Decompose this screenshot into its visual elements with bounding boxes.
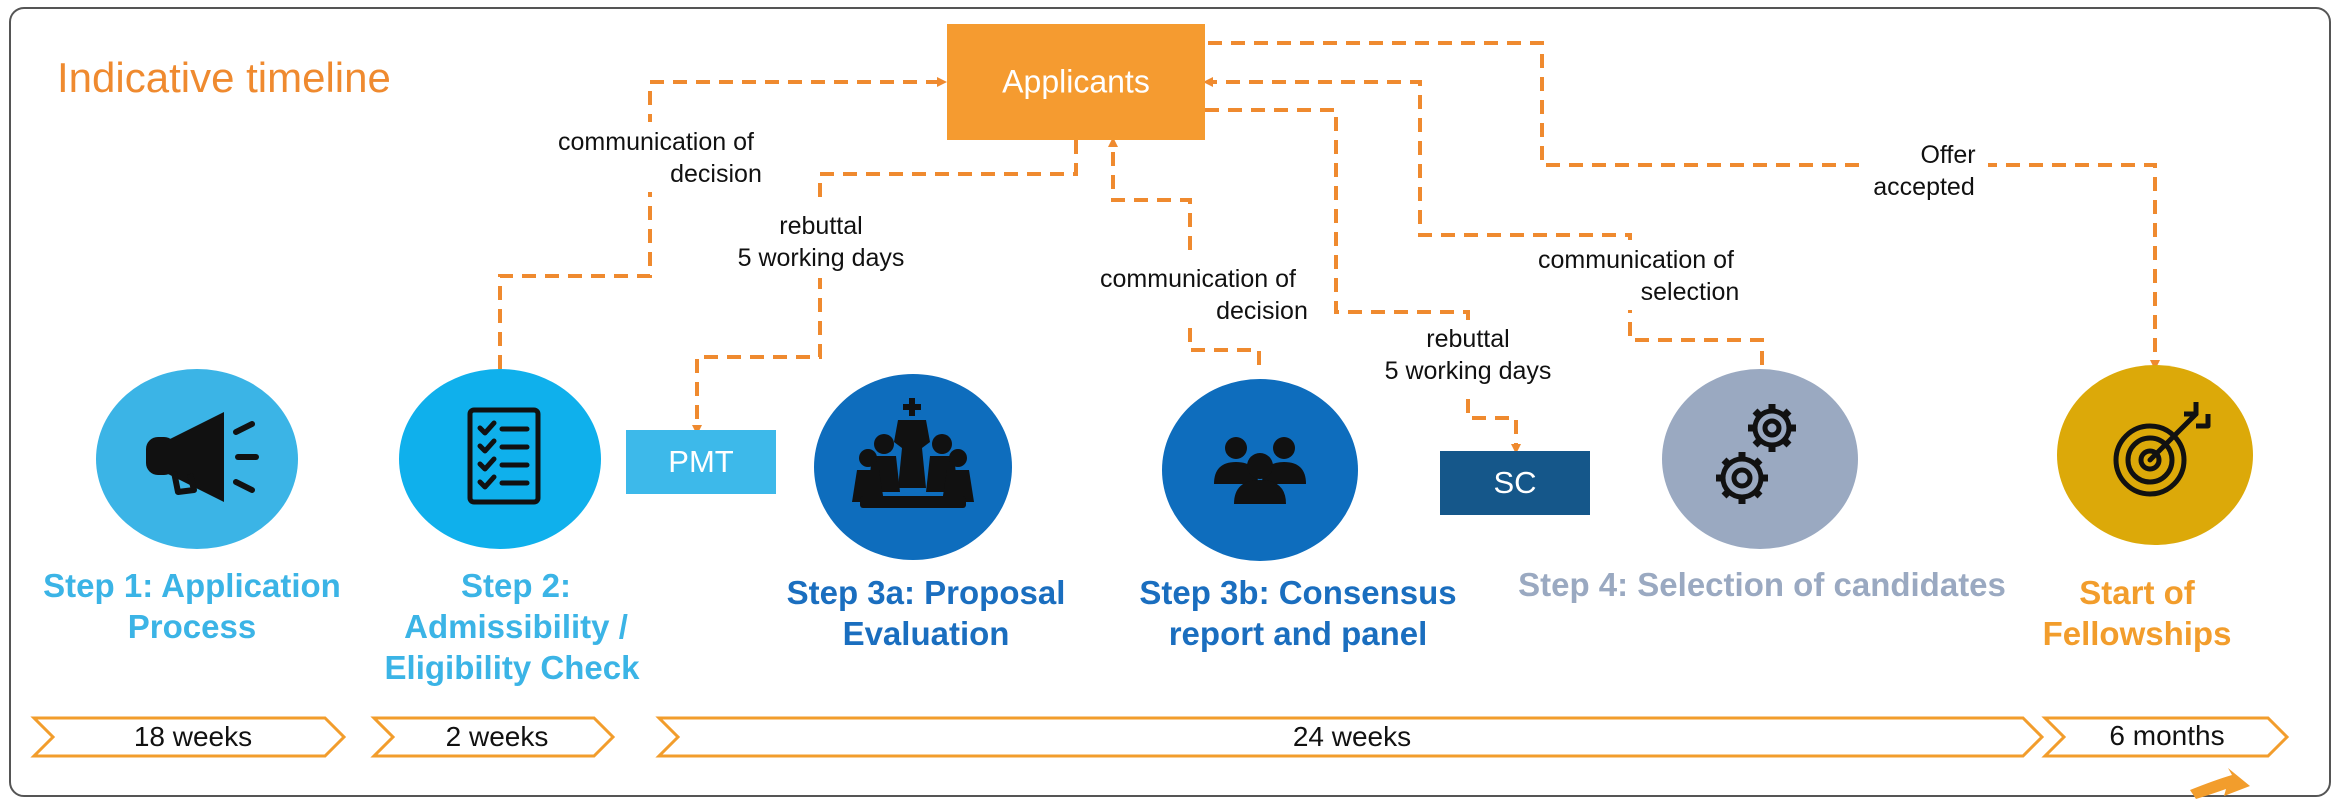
target-icon — [2113, 402, 2211, 497]
checklist-icon — [467, 407, 541, 505]
page-title: Indicative timeline — [57, 54, 391, 101]
step-3a-node — [814, 374, 1012, 560]
pmt-node: PMT — [626, 430, 776, 494]
flow-label: rebuttal — [779, 212, 862, 240]
flow-applicants-to-fellowships — [1208, 41, 2160, 370]
flow-step4-to-applicants — [1203, 77, 1764, 365]
step-4-circle — [1662, 369, 1858, 549]
duration-chevron: 18 weeks — [30, 716, 347, 758]
duration-bar: 18 weeks 2 weeks 24 weeks 6 months — [30, 716, 2290, 758]
fellowships-node — [2057, 365, 2253, 545]
step-4-node — [1662, 369, 1858, 549]
applicants-node: Applicants — [947, 24, 1205, 140]
flow-label: communication of — [1538, 246, 1734, 274]
pmt-label: PMT — [668, 444, 734, 479]
corner-arrow-icon — [2190, 768, 2250, 799]
duration-label: 2 weeks — [446, 721, 549, 752]
flow-label: rebuttal — [1426, 325, 1509, 353]
flow-label: selection — [1641, 278, 1740, 306]
gears-icon — [1716, 404, 1796, 504]
flow-label: accepted — [1873, 173, 1974, 201]
flow-label: communication of — [1100, 265, 1296, 293]
flow-label: 5 working days — [1385, 357, 1552, 385]
duration-chevron: 24 weeks — [655, 716, 2045, 758]
people-group-icon — [1214, 437, 1306, 504]
flow-label: decision — [670, 160, 762, 188]
step-3b-node — [1162, 379, 1358, 561]
chess-pieces-icon — [852, 398, 974, 508]
sc-label: SC — [1493, 465, 1536, 500]
flow-step2-to-applicants — [498, 77, 947, 369]
megaphone-icon — [146, 412, 259, 502]
duration-label: 24 weeks — [1293, 721, 1411, 752]
step-2-circle — [399, 369, 601, 549]
flow-label: decision — [1216, 297, 1308, 325]
sc-node: SC — [1440, 451, 1590, 515]
applicants-box — [947, 24, 1205, 140]
applicants-label: Applicants — [1002, 63, 1150, 99]
sc-box — [1440, 451, 1590, 515]
flow-labels: communication of decision rebuttal 5 worki… — [540, 122, 1988, 392]
step-2-title: Step 2:Admissibility /Eligibility Check — [385, 567, 641, 686]
duration-label: 18 weeks — [134, 721, 252, 752]
flow-label: Offer — [1920, 141, 1975, 169]
flow-label: 5 working days — [738, 244, 905, 272]
step-2-node — [399, 369, 601, 549]
flow-step3b-to-applicants — [1108, 137, 1261, 365]
step-1-node — [96, 369, 298, 549]
duration-chevron: 6 months — [2041, 716, 2290, 758]
flow-label: communication of — [558, 128, 754, 156]
step-4-title: Step 4: Selection of candidates — [1518, 566, 2006, 603]
duration-chevron: 2 weeks — [370, 716, 616, 758]
flow-applicants-to-sc — [1205, 108, 1521, 454]
diagram-frame — [9, 7, 2331, 797]
pmt-box — [626, 430, 776, 494]
duration-label: 6 months — [2109, 720, 2224, 751]
